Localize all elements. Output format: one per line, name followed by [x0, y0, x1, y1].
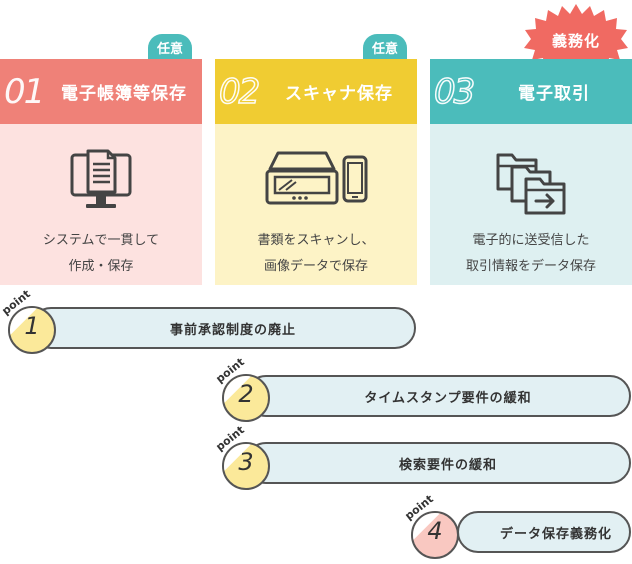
card-desc-line-1: システムで一貫して — [42, 233, 160, 248]
point-3-marker: 3 point — [213, 423, 272, 492]
point-2-banner: タイムスタンプ要件の緩和 — [245, 375, 631, 417]
point-circle — [222, 442, 270, 490]
point-1-banner: 事前承認制度の廃止 — [30, 307, 416, 349]
point-4-banner: データ保存義務化 — [457, 511, 631, 553]
point-4-text: データ保存義務化 — [499, 526, 612, 542]
card-desc-line-2: 作成・保存 — [68, 259, 134, 274]
folder-transfer-icon — [496, 153, 566, 215]
point-3-text: 検索要件の緩和 — [398, 457, 497, 473]
card-description: 書類をスキャンし、 画像データで保存 — [215, 228, 417, 280]
point-number: 3 — [238, 448, 254, 476]
optional-badge-2: 任意 — [363, 34, 407, 61]
card-header: 01 電子帳簿等保存 — [0, 59, 202, 124]
point-2-marker: 2 point — [213, 355, 272, 424]
point-2-text: タイムスタンプ要件の緩和 — [364, 390, 532, 406]
point-circle — [411, 511, 459, 559]
point-4-marker: 4 point — [402, 492, 461, 561]
card-desc-line-2: 画像データで保存 — [263, 259, 368, 274]
card-desc-line-1: 電子的に送受信した — [472, 233, 590, 248]
card-desc-line-2: 取引情報をデータ保存 — [465, 259, 596, 274]
card-title: スキャナ保存 — [285, 84, 393, 104]
card-title: 電子帳簿等保存 — [61, 84, 187, 104]
point-circle — [222, 374, 270, 422]
card-title: 電子取引 — [518, 84, 590, 104]
computer-document-icon — [70, 149, 132, 208]
card-body: システムで一貫して 作成・保存 — [0, 124, 202, 285]
card-body: 書類をスキャンし、 画像データで保存 — [215, 124, 417, 285]
card-number: 02 — [218, 71, 261, 113]
card-header: 02 スキャナ保存 — [215, 59, 417, 124]
scanner-smartphone-icon — [265, 151, 368, 205]
point-number: 2 — [238, 380, 254, 408]
card-electronic-transactions: 03 電子取引 電子的に送受信した 取引情報をデータ保存 — [430, 59, 632, 285]
card-electronic-books: 01 電子帳簿等保存 システムで一貫して 作成・保存 — [0, 59, 202, 285]
card-desc-line-1: 書類をスキャンし、 — [257, 233, 375, 248]
point-number: 1 — [24, 312, 40, 340]
point-3-banner: 検索要件の緩和 — [245, 442, 631, 484]
mandatory-badge-label: 義務化 — [551, 32, 600, 50]
card-number: 03 — [433, 71, 476, 113]
mandatory-burst-badge — [524, 4, 628, 66]
point-1-text: 事前承認制度の廃止 — [169, 322, 296, 338]
card-description: 電子的に送受信した 取引情報をデータ保存 — [430, 228, 632, 280]
card-number: 01 — [4, 71, 45, 112]
card-header: 03 電子取引 — [430, 59, 632, 124]
card-body: 電子的に送受信した 取引情報をデータ保存 — [430, 124, 632, 285]
card-description: システムで一貫して 作成・保存 — [0, 228, 202, 280]
point-number: 4 — [427, 517, 443, 545]
point-1-marker: 1 point — [0, 287, 58, 356]
card-scanner-storage: 02 スキャナ保存 書類をスキャンし、 画像データで保存 — [215, 59, 417, 285]
optional-badge-1: 任意 — [148, 34, 192, 61]
point-circle — [8, 306, 56, 354]
